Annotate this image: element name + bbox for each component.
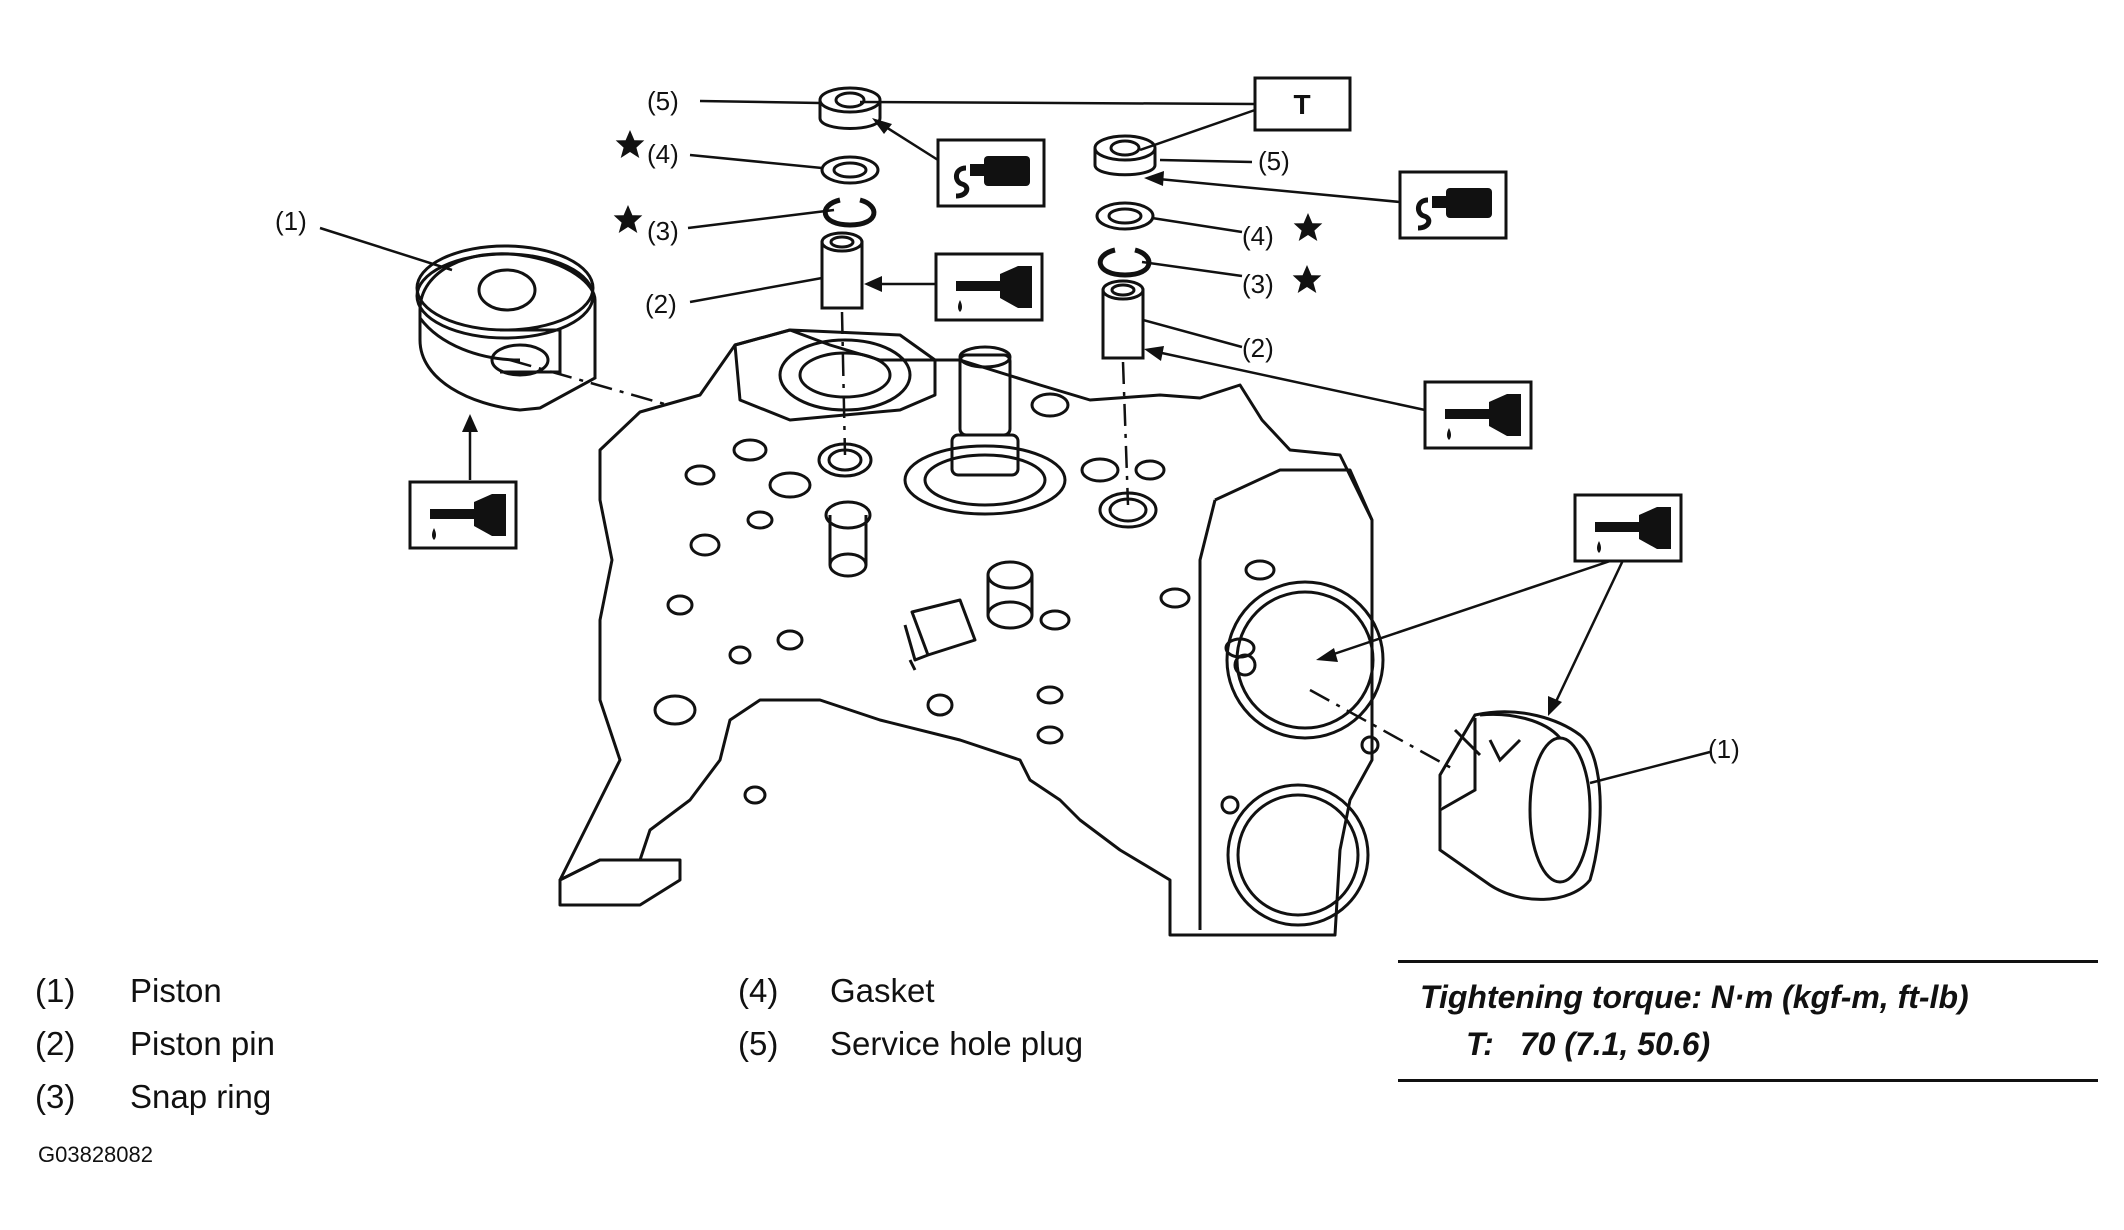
torque-heading: Tightening torque: N·m (kgf-m, ft-lb)	[1420, 979, 1969, 1015]
star-icon	[1292, 265, 1322, 293]
legend-text: Piston	[130, 972, 222, 1009]
callout-3-right: (3)	[1242, 269, 1274, 299]
leader-lines	[319, 99, 1711, 785]
callout-2-right: (2)	[1242, 333, 1274, 363]
legend-text: Snap ring	[130, 1078, 272, 1115]
callout-3-left: (3)	[647, 216, 679, 246]
arrowheads	[462, 118, 1562, 716]
callout-1-left: (1)	[275, 206, 307, 236]
piston-left	[415, 244, 597, 412]
star-icon	[613, 205, 643, 233]
oil-can-icon	[1573, 493, 1683, 563]
legend-number: (1)	[35, 972, 76, 1009]
torque-value-row: T: 70 (7.1, 50.6)	[1398, 1020, 2098, 1079]
torque-tag-label: T	[1293, 89, 1310, 120]
callout-2-left: (2)	[645, 289, 677, 319]
legend-number: (2)	[35, 1025, 76, 1062]
oil-can-icon	[1423, 380, 1533, 450]
callout-4-left: (4)	[647, 139, 679, 169]
legend-text: Service hole plug	[830, 1025, 1084, 1062]
torque-label: T:	[1466, 1026, 1494, 1062]
star-icon	[615, 130, 645, 158]
figure-code: G03828082	[38, 1142, 153, 1167]
legend-number: (4)	[738, 972, 779, 1009]
oil-can-icon	[408, 480, 518, 550]
parts-right-stack	[1093, 134, 1157, 360]
legend-number: (5)	[738, 1025, 779, 1062]
torque-tag-box	[1253, 76, 1352, 132]
torque-spec-box: Tightening torque: N·m (kgf-m, ft-lb) T:…	[1398, 960, 2098, 1082]
legend-number: (3)	[35, 1078, 76, 1115]
legend-text: Gasket	[830, 972, 935, 1009]
sealant-tube-icon	[938, 140, 1044, 206]
sealant-tube-icon	[1400, 172, 1506, 238]
callout-labels: (5) (4) (3) (2) (1) (5) (4) (3) (2) (1)	[275, 86, 1740, 764]
legend-text: Piston pin	[130, 1025, 275, 1062]
oil-can-icon	[934, 252, 1044, 322]
callout-4-right: (4)	[1242, 221, 1274, 251]
parts-left-stack	[818, 86, 882, 310]
callout-5-right: (5)	[1258, 146, 1290, 176]
assembly-lines	[509, 311, 1456, 772]
piston-right	[1438, 710, 1602, 901]
torque-value: 70 (7.1, 50.6)	[1519, 1026, 1711, 1062]
callout-5-left: (5)	[647, 86, 679, 116]
cylinder-block	[558, 328, 1385, 937]
star-icon	[1293, 213, 1323, 241]
callout-1-right: (1)	[1708, 734, 1740, 764]
